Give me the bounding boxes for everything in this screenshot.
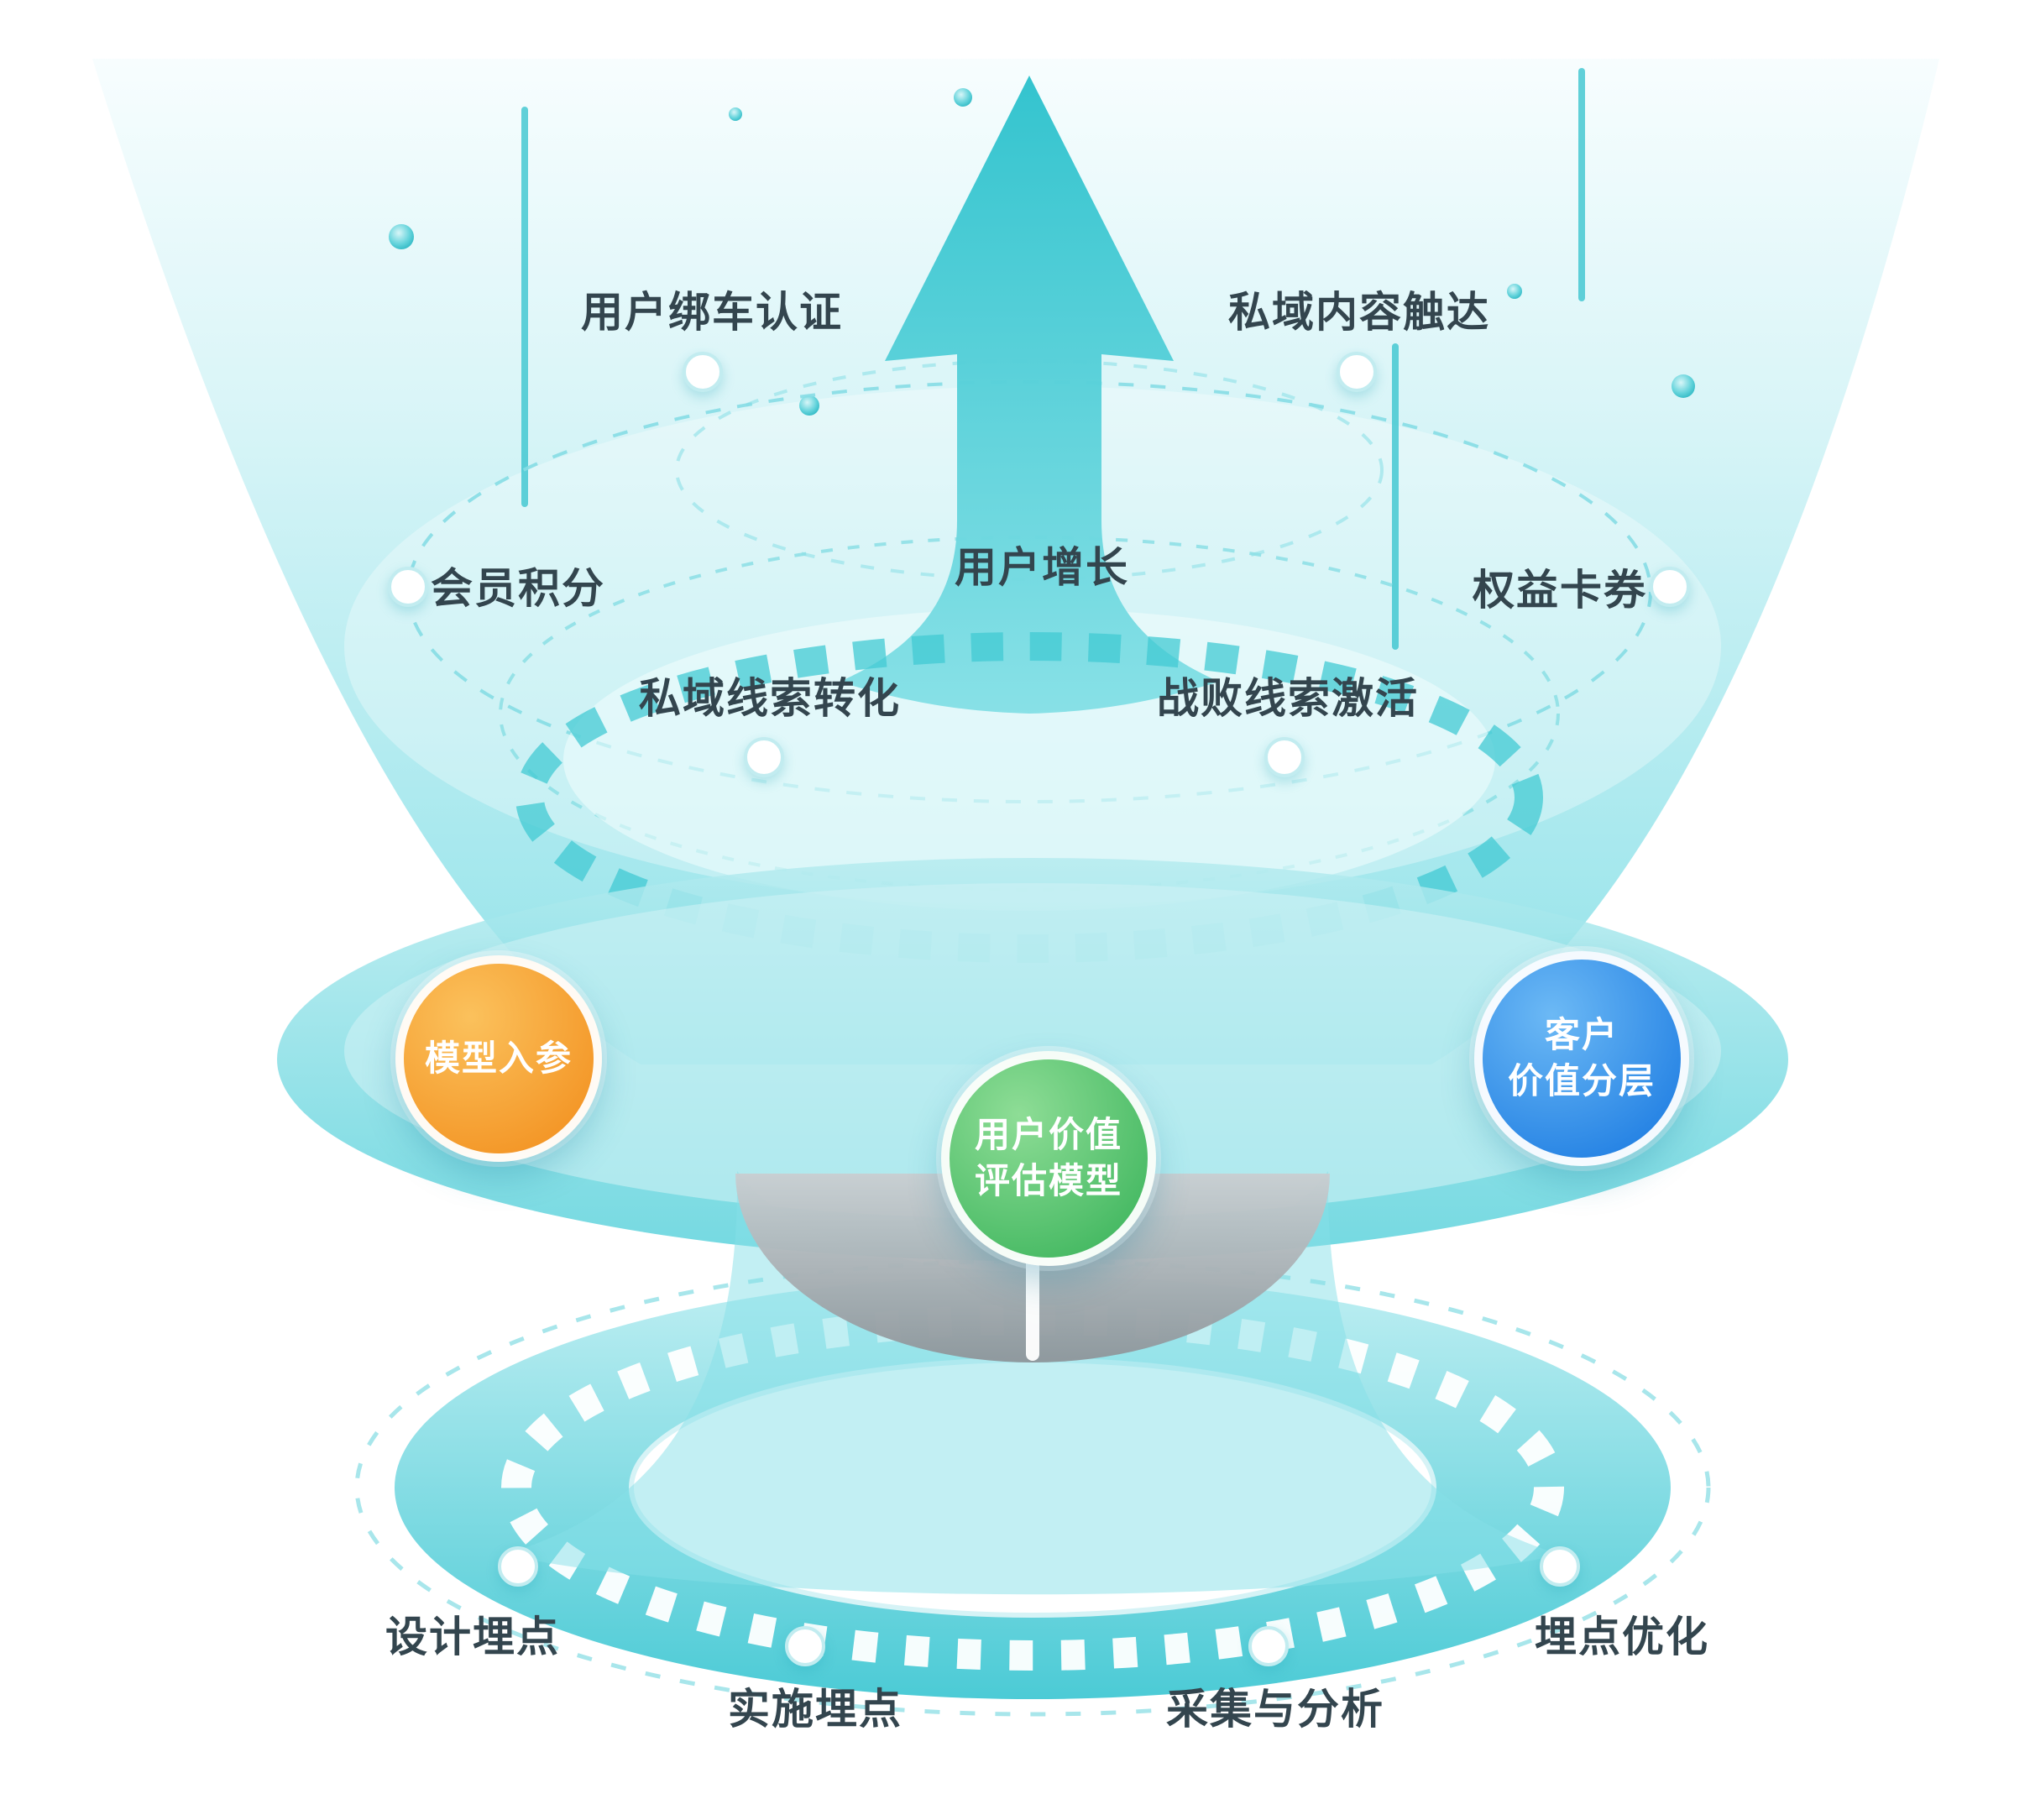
growth-arrow [840,76,1219,714]
label-user-bind-auth: 用户绑车认证 [581,289,843,336]
label-design-tracking: 设计埋点 [385,1613,560,1660]
node-user-value-model: 用户价值 评估模型 [941,1051,1156,1266]
node-model-input: 模型入参 [395,955,602,1162]
funnel-rim-light [563,609,1495,911]
marker-dot-private-lead [744,737,784,777]
node-customer-value-tier-line1: 客户 [1544,1015,1619,1055]
label-tracking-optimize: 埋点优化 [1535,1613,1709,1660]
label-collect-analyze: 采集与分析 [1166,1686,1384,1733]
marker-dot-tracking-optimize [1540,1546,1580,1587]
bubble-dot [1507,284,1522,299]
node-model-input-label: 模型入参 [424,1038,573,1078]
marker-dot-collect-analyze [1248,1626,1289,1666]
label-private-content-reach: 私域内容触达 [1228,289,1490,336]
node-user-value-model-line2: 评估模型 [974,1161,1122,1200]
label-private-lead-conversion: 私域线索转化 [639,675,901,722]
marker-dot-private-content [1337,352,1377,392]
bubble-dot [729,107,742,121]
bubble-dot [954,88,972,107]
label-rights-coupons: 权益卡券 [1473,567,1647,614]
bubble-dot [1672,374,1695,398]
node-user-value-model-line1: 用户价值 [974,1115,1122,1155]
marker-dot-member-points [388,567,428,607]
marker-dot-design-tracking [498,1546,538,1587]
marker-dot-rights-coupons [1650,567,1690,607]
dashed-orbit-inner [499,536,1560,892]
funnel-trumpet [504,1171,1562,1595]
label-lost-lead-activation: 战败线索激活 [1157,675,1419,722]
mid-band-highlight [344,883,1721,1219]
marker-dot-lost-lead [1264,737,1305,777]
marker-dot-implement-tracking [785,1626,825,1666]
bubble-dot [389,224,414,249]
node-customer-value-tier-line2: 价值分层 [1507,1061,1656,1101]
label-member-points: 会员积分 [431,565,605,612]
label-user-growth: 用户增长 [955,544,1129,591]
label-implement-tracking: 实施埋点 [728,1686,903,1733]
dashed-orbit-top [675,359,1384,581]
node-customer-value-tier: 客户 价值分层 [1474,951,1689,1166]
marker-dot-user-bind [683,352,723,392]
bubble-dot [799,395,819,416]
